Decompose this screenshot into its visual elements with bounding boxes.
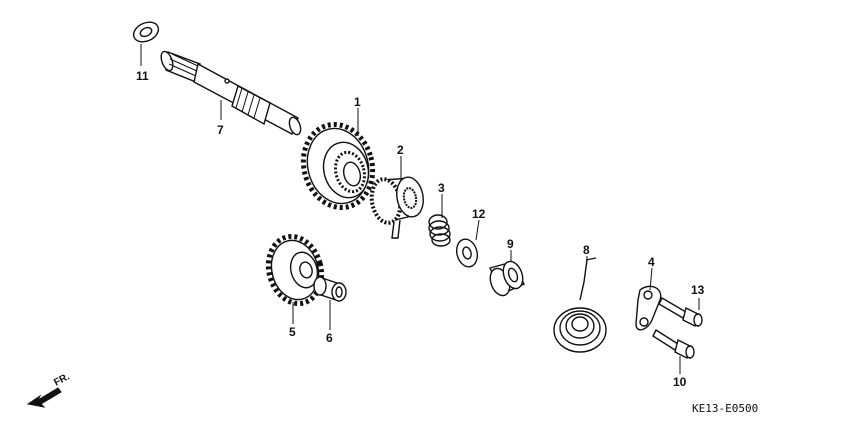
callout-6: 6 [326, 331, 333, 345]
diagram-code: KE13-E0500 [692, 402, 758, 415]
callout-2: 2 [397, 143, 404, 157]
callout-8: 8 [583, 243, 590, 257]
part-7-spindle [160, 50, 302, 136]
front-direction-indicator: FR. [26, 371, 72, 408]
callout-9: 9 [507, 237, 514, 251]
callout-3: 3 [438, 181, 445, 195]
front-arrow-icon [26, 387, 62, 408]
callout-11: 11 [136, 69, 149, 83]
callout-7: 7 [217, 123, 224, 137]
callout-1: 1 [354, 95, 361, 109]
part-10-bolt [652, 328, 695, 360]
part-8-return-spring [553, 257, 607, 353]
part-3-spring [428, 214, 451, 247]
callout-5: 5 [289, 325, 296, 339]
front-label: FR. [52, 371, 72, 388]
callout-10: 10 [673, 375, 687, 389]
part-5-gear [265, 233, 325, 307]
part-2-ratchet [369, 176, 424, 239]
part-4-plate [635, 285, 662, 331]
callout-13: 13 [691, 283, 705, 297]
callout-12: 12 [472, 207, 486, 221]
callout-4: 4 [648, 255, 655, 269]
part-11-washer [132, 21, 160, 43]
part-13-bolt [658, 297, 703, 328]
part-6-bushing [313, 276, 347, 302]
part-1-gear [300, 121, 376, 211]
part-12-washer [455, 238, 479, 268]
part-9-collar [489, 260, 525, 297]
callouts: 11 7 1 2 3 12 9 8 4 13 5 6 10 [136, 69, 705, 389]
leader-lines [140, 44, 700, 374]
